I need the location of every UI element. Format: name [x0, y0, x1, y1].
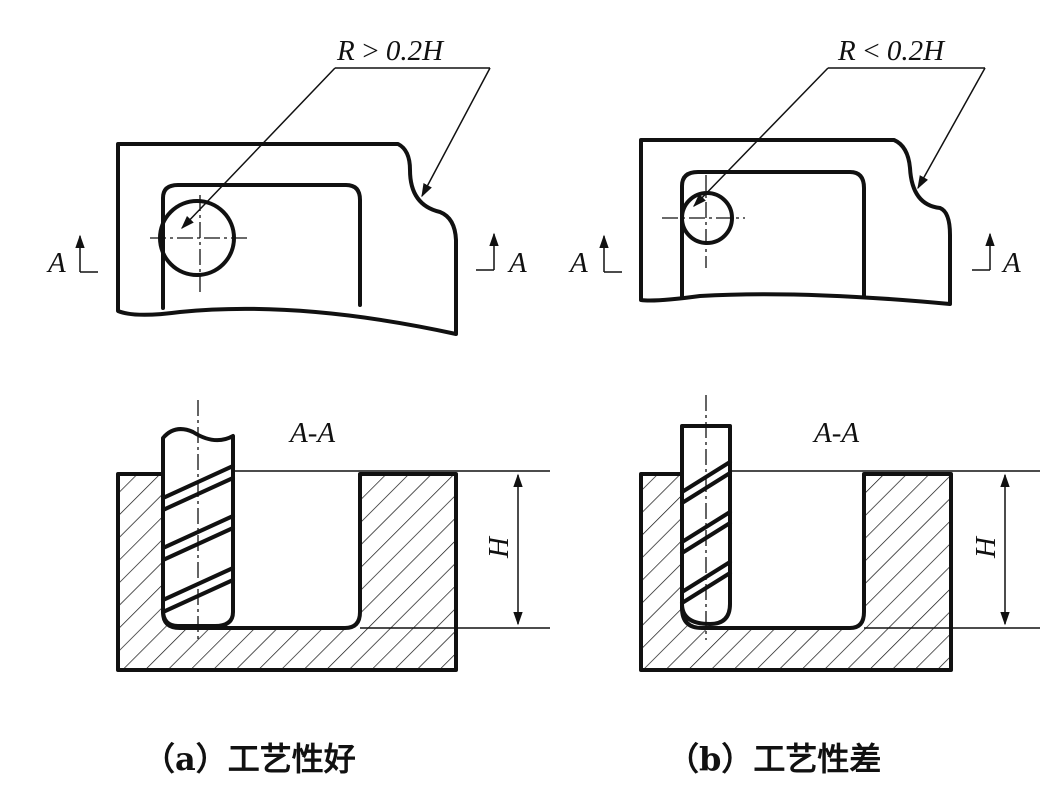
flute-3-b — [680, 510, 732, 544]
part-outline-a — [116, 142, 458, 336]
section-view-b: A-A H — [639, 395, 1040, 672]
caption-b: （b）工艺性差 — [667, 740, 881, 778]
top-view-a: R > 0.2H A A — [46, 35, 527, 336]
section-view-a: A-A H — [116, 400, 550, 672]
radius-label-a: R > 0.2H — [336, 35, 445, 67]
height-label-a: H — [483, 535, 515, 559]
fillet-leader-b — [917, 67, 986, 190]
panel-b: R < 0.2H A A A-A H — [568, 35, 1040, 778]
flute-3-a — [161, 514, 235, 550]
caption-a: （a）工艺性好 — [143, 740, 356, 778]
height-label-b: H — [970, 535, 1002, 559]
pocket-outline-a — [161, 183, 362, 310]
section-title-a: A-A — [288, 417, 335, 449]
section-title-b: A-A — [812, 417, 859, 449]
section-left-label-b: A — [568, 247, 588, 279]
top-view-b: R < 0.2H A A — [568, 35, 1021, 306]
fillet-leader-a — [421, 67, 491, 198]
section-right-label-b: A — [1001, 247, 1021, 279]
part-outline-b — [639, 138, 952, 306]
pocket-outline-b — [680, 170, 866, 298]
panel-a: R > 0.2H A A A-A H — [46, 35, 550, 778]
section-right-label-a: A — [507, 247, 527, 279]
radius-leader-b — [693, 67, 829, 207]
radius-label-b: R < 0.2H — [837, 35, 946, 67]
section-left-label-a: A — [46, 247, 66, 279]
radius-leader-a — [181, 67, 336, 229]
